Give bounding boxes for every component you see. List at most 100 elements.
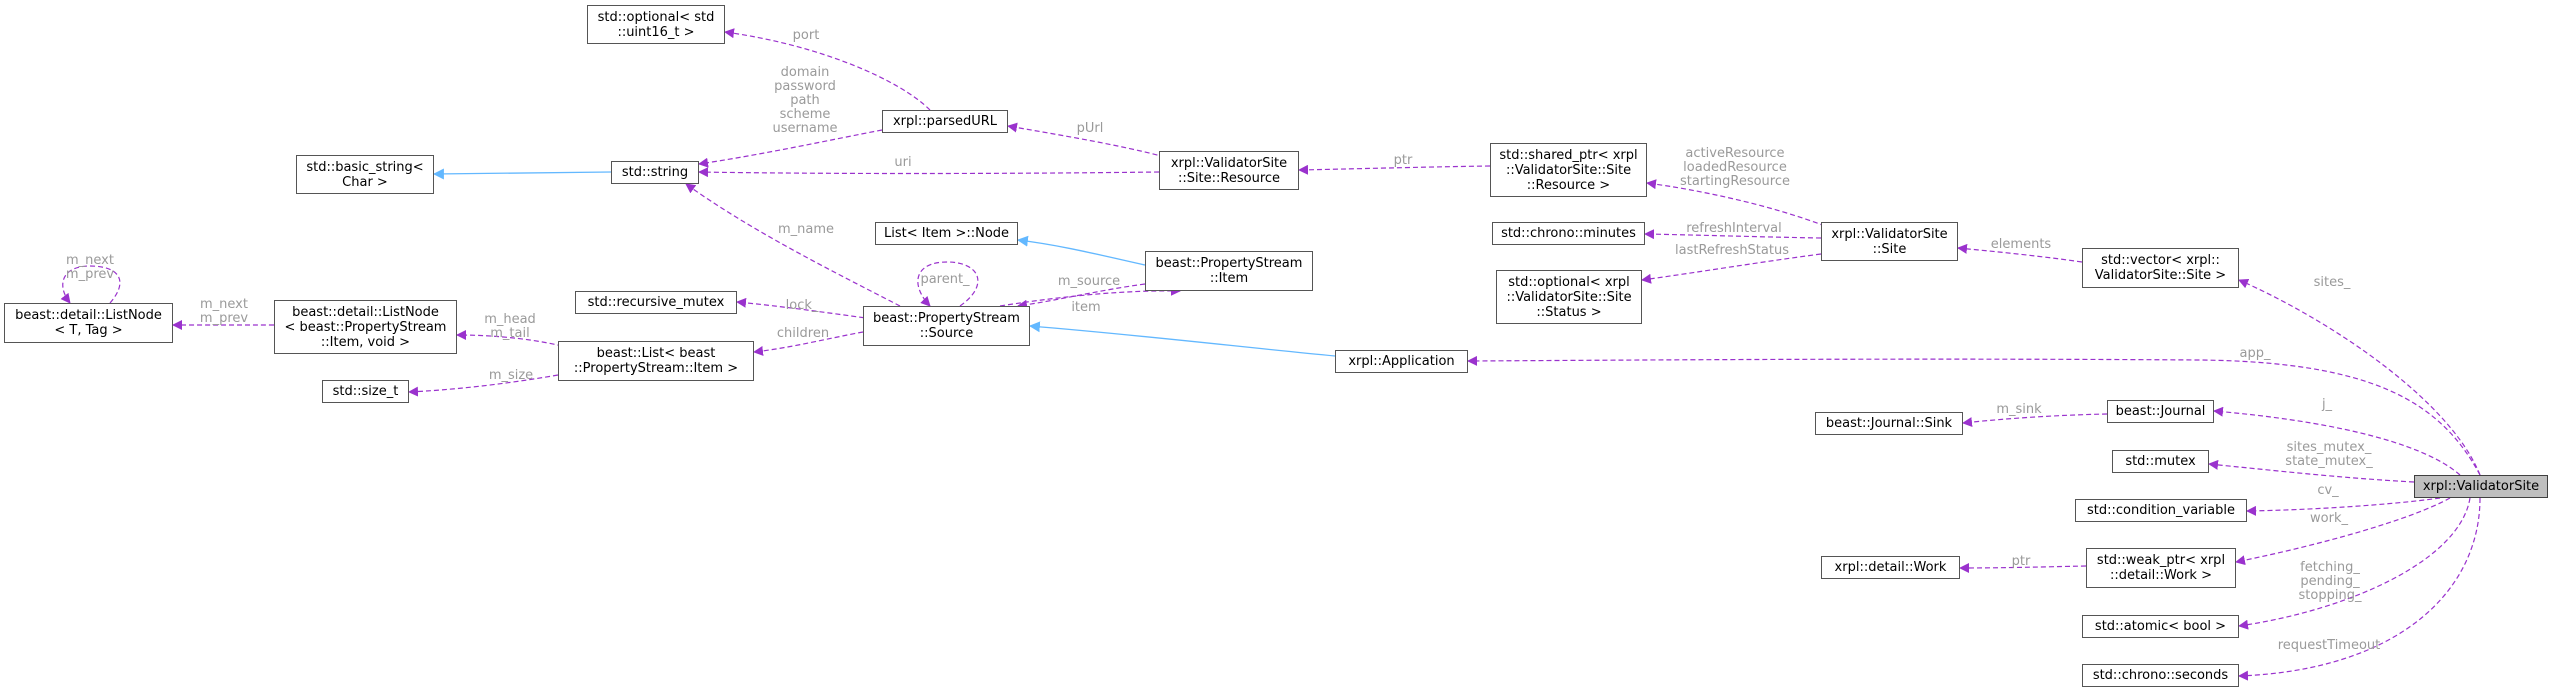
node-atomic-bool-label: std::atomic< bool >: [2094, 619, 2227, 634]
edge-uri: [698, 167, 1160, 178]
edge-label-port: port: [793, 29, 820, 43]
node-ps-source[interactable]: beast::PropertyStream::Source: [863, 306, 1030, 346]
node-label-line: xrpl::ValidatorSite: [1170, 155, 1288, 171]
node-std-string[interactable]: std::string: [611, 161, 699, 184]
node-chrono-minutes-label: std::chrono::minutes: [1501, 226, 1636, 241]
node-chrono-minutes[interactable]: std::chrono::minutes: [1492, 222, 1645, 245]
edge-label-line: domain: [780, 65, 830, 80]
edge-label-line: m_next: [200, 297, 248, 312]
edge-label-uri: uri: [894, 156, 911, 170]
edge-label-parent: parent_: [920, 273, 969, 287]
edge-label-app: app_: [2240, 347, 2271, 361]
node-site-resource[interactable]: xrpl::ValidatorSite::Site::Resource: [1159, 151, 1299, 190]
edge-label-line: username: [772, 121, 838, 136]
edge-label-line: sites_mutex_: [2286, 440, 2372, 455]
node-condition-variable[interactable]: std::condition_variable: [2075, 499, 2247, 522]
node-site[interactable]: xrpl::ValidatorSite::Site: [1821, 222, 1958, 261]
edge-label-line: m_name: [777, 222, 835, 237]
edge-label-line: state_mutex_: [2285, 454, 2373, 469]
node-list-node-item[interactable]: List< Item >::Node: [875, 222, 1018, 245]
edge-label-elements: elements: [1991, 238, 2051, 252]
node-label-line: ::Item, void >: [320, 334, 411, 350]
edge-label-line: ptr: [2011, 554, 2031, 569]
node-std-string-label: std::string: [621, 165, 689, 180]
node-beast-list[interactable]: beast::List< beast::PropertyStream::Item…: [558, 341, 754, 381]
edge-label-line: j_: [2321, 397, 2333, 412]
edge-label-line: pending_: [2300, 574, 2360, 589]
edge-inherit-string: [432, 168, 612, 180]
edge-atomics: [2238, 497, 2471, 630]
edge-label-line: elements: [1990, 237, 2052, 252]
edge-label-lock: lock_: [786, 299, 819, 313]
edge-label-line: scheme: [779, 107, 831, 122]
node-label-line: xrpl::ValidatorSite: [1831, 226, 1948, 242]
node-optional-status[interactable]: std::optional< xrpl::ValidatorSite::Site…: [1496, 270, 1642, 324]
edge-parent: [917, 261, 979, 307]
node-journal[interactable]: beast::Journal: [2107, 400, 2214, 423]
node-application-label: xrpl::Application: [1348, 354, 1455, 369]
edge-label-atomics: fetching_pending_stopping_: [2299, 561, 2362, 603]
node-label-line: beast::detail::ListNode: [292, 304, 439, 320]
node-recursive-mutex[interactable]: std::recursive_mutex: [575, 291, 737, 314]
node-label-line: ::Item: [1209, 271, 1249, 286]
node-chrono-seconds-label: std::chrono::seconds: [2092, 668, 2229, 683]
edge-label-line: app_: [2239, 346, 2271, 361]
edge-work: [2235, 497, 2451, 566]
node-detail-work-label: xrpl::detail::Work: [1834, 560, 1947, 575]
edge-label-m-source: m_source: [1058, 275, 1120, 289]
node-std-mutex-label: std::mutex: [2125, 454, 2196, 469]
node-list-node-item-label: List< Item >::Node: [883, 226, 1010, 241]
edge-inherit-app: [1028, 321, 1336, 357]
node-label-line: std::vector< xrpl::: [2101, 253, 2220, 268]
edge-m-name: [685, 183, 901, 307]
node-validator-site[interactable]: xrpl::ValidatorSite: [2414, 475, 2548, 498]
edge-label-line: port: [792, 28, 820, 43]
node-basic-string[interactable]: std::basic_string<Char >: [296, 155, 434, 194]
edge-label-line: stopping_: [2298, 588, 2362, 603]
node-size-t[interactable]: std::size_t: [322, 380, 409, 403]
edge-refresh-interval: [1644, 229, 1822, 240]
node-application[interactable]: xrpl::Application: [1335, 350, 1468, 373]
node-vector-site[interactable]: std::vector< xrpl::ValidatorSite::Site >: [2082, 248, 2239, 288]
edge-label-line: loadedResource: [1683, 160, 1787, 175]
edge-label-cv: cv_: [2317, 484, 2338, 498]
node-recursive-mutex-label: std::recursive_mutex: [587, 295, 725, 310]
node-optional-uint16[interactable]: std::optional< std::uint16_t >: [587, 5, 725, 44]
node-parsed-url[interactable]: xrpl::parsedURL: [882, 110, 1008, 133]
edge-label-children: children: [777, 327, 829, 341]
node-label-line: < beast::PropertyStream: [284, 319, 447, 335]
edge-label-line: ptr: [1393, 153, 1413, 168]
node-list-node-ps[interactable]: beast::detail::ListNode< beast::Property…: [274, 300, 457, 354]
node-label-line: std::shared_ptr< xrpl: [1499, 147, 1638, 163]
node-weak-ptr-work[interactable]: std::weak_ptr< xrpl::detail::Work >: [2086, 548, 2236, 588]
node-label-line: ::Source: [919, 326, 974, 341]
edge-label-ptr-work: ptr: [2012, 555, 2031, 569]
edge-last-refresh-status: [1641, 253, 1822, 284]
node-list-node-t[interactable]: beast::detail::ListNode< T, Tag >: [4, 303, 173, 343]
node-journal-sink[interactable]: beast::Journal::Sink: [1815, 412, 1963, 435]
edge-label-j: j_: [2322, 398, 2332, 412]
node-atomic-bool[interactable]: std::atomic< bool >: [2082, 615, 2239, 638]
node-std-mutex[interactable]: std::mutex: [2112, 450, 2209, 473]
node-journal-sink-label: beast::Journal::Sink: [1825, 416, 1953, 431]
edge-resources: [1646, 179, 1826, 227]
node-shared-ptr-resource[interactable]: std::shared_ptr< xrpl::ValidatorSite::Si…: [1490, 143, 1647, 197]
edge-purl: [1007, 122, 1166, 158]
node-label-line: std::weak_ptr< xrpl: [2096, 553, 2226, 568]
node-label-line: std::basic_string<: [306, 159, 424, 175]
node-detail-work[interactable]: xrpl::detail::Work: [1821, 556, 1960, 579]
node-condition-variable-label: std::condition_variable: [2087, 503, 2235, 518]
edge-label-line: m_prev: [65, 267, 115, 282]
node-label-line: beast::List< beast: [596, 346, 716, 361]
node-ps-item[interactable]: beast::PropertyStream::Item: [1145, 251, 1313, 291]
node-size-t-label: std::size_t: [332, 384, 399, 399]
edge-label-request-timeout: requestTimeout: [2278, 639, 2381, 653]
edge-m-sink: [1962, 413, 2108, 428]
node-chrono-seconds[interactable]: std::chrono::seconds: [2082, 664, 2239, 687]
